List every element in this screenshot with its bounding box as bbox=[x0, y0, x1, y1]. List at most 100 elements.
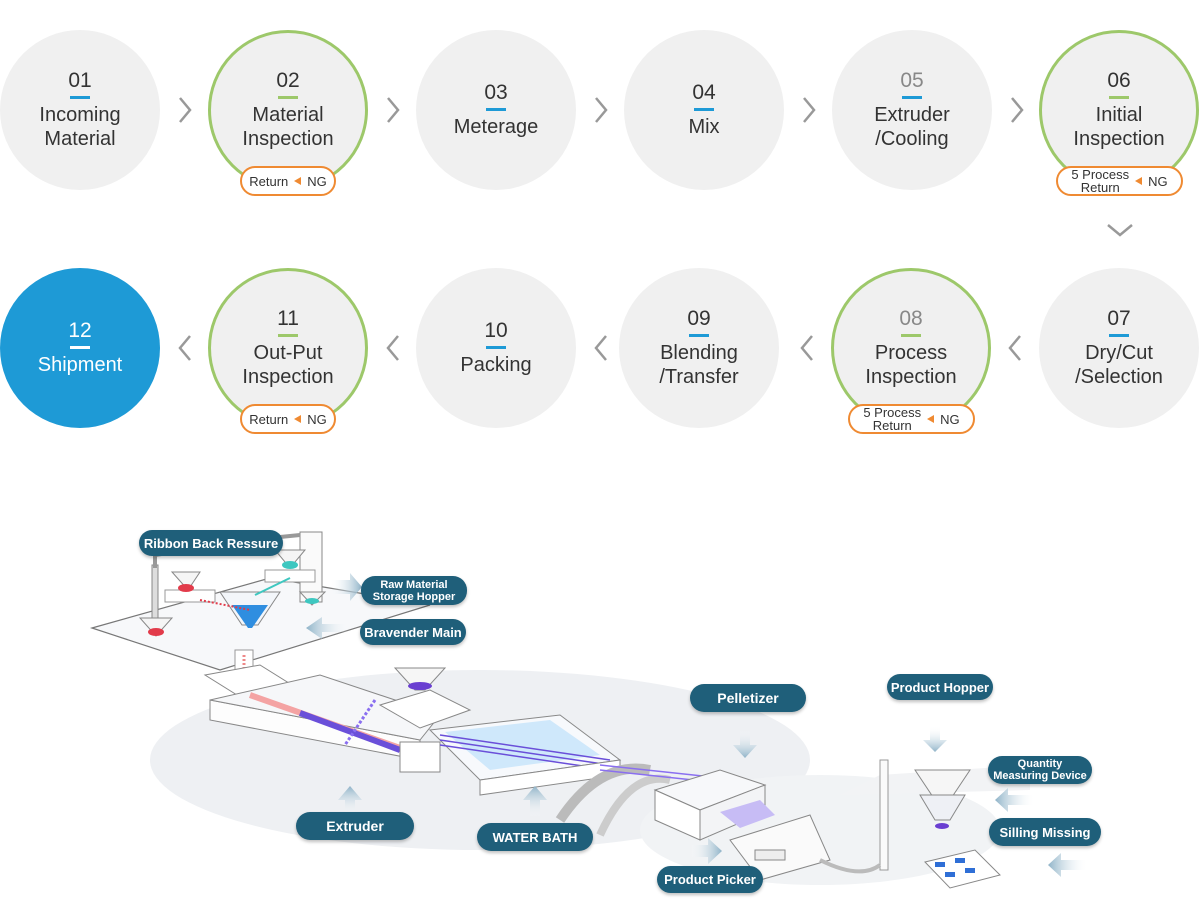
ng-badge: 5 Process Return NG bbox=[848, 404, 975, 434]
step-09: 09 Blending /Transfer bbox=[619, 268, 779, 428]
step-number: 06 bbox=[1107, 69, 1131, 92]
step-underline bbox=[70, 346, 90, 349]
chevron-right-icon bbox=[387, 97, 400, 123]
step-label: Meterage bbox=[453, 116, 539, 138]
step-underline bbox=[278, 96, 298, 99]
chevron-left-icon bbox=[800, 335, 813, 361]
arrow-left-icon bbox=[306, 617, 350, 639]
production-line-illustration bbox=[89, 531, 1088, 889]
ng-label: NG bbox=[307, 411, 327, 427]
step-underline bbox=[901, 334, 921, 337]
arrow-left-icon bbox=[294, 415, 302, 423]
step-label: Incoming Material bbox=[39, 104, 121, 150]
step-label: Out-Put Inspection bbox=[242, 342, 334, 388]
arrow-right-icon bbox=[330, 573, 362, 601]
ng-label: NG bbox=[940, 411, 960, 427]
step-underline bbox=[689, 334, 709, 337]
arrow-down-icon bbox=[923, 726, 947, 752]
arrow-right-icon bbox=[690, 838, 722, 864]
chevron-left-icon bbox=[1008, 335, 1021, 361]
step-08: 08 Process Inspection bbox=[831, 268, 991, 428]
step-number: 07 bbox=[1107, 307, 1131, 330]
step-underline bbox=[70, 96, 90, 99]
step-number: 03 bbox=[484, 81, 508, 104]
chevron-left-icon bbox=[594, 335, 607, 361]
step-label: Extruder /Cooling bbox=[874, 104, 950, 150]
step-label: Initial Inspection bbox=[1073, 104, 1165, 150]
label-ribbon-back-ressure: Ribbon Back Ressure bbox=[139, 530, 283, 556]
label-bravender-main: Bravender Main bbox=[360, 619, 466, 645]
step-11: 11 Out-Put Inspection bbox=[208, 268, 368, 428]
label-water-bath: WATER BATH bbox=[477, 823, 593, 851]
water-bath bbox=[428, 714, 741, 837]
arrow-down-icon bbox=[733, 730, 757, 758]
step-01: 01 Incoming Material bbox=[0, 30, 160, 190]
arrow-left-icon bbox=[1135, 177, 1143, 185]
chevron-right-icon bbox=[179, 97, 192, 123]
chevron-left-icon bbox=[386, 335, 399, 361]
chevron-down-icon bbox=[1107, 224, 1133, 237]
step-number: 02 bbox=[276, 69, 300, 92]
step-number: 01 bbox=[68, 69, 92, 92]
ng-label: NG bbox=[307, 173, 327, 189]
extruder-machine bbox=[203, 649, 472, 773]
chevron-right-icon bbox=[803, 97, 816, 123]
chevron-left-icon bbox=[178, 335, 191, 361]
return-label: Return bbox=[249, 173, 289, 189]
step-underline bbox=[1109, 96, 1129, 99]
step-number: 08 bbox=[899, 307, 923, 330]
step-label: Material Inspection bbox=[242, 104, 334, 150]
label-quantity-measuring-device: Quantity Measuring Device bbox=[988, 756, 1092, 784]
ng-badge: Return NG bbox=[240, 404, 336, 434]
step-underline bbox=[278, 334, 298, 337]
label-silling-missing: Silling Missing bbox=[989, 818, 1101, 846]
step-label: Dry/Cut /Selection bbox=[1075, 342, 1163, 388]
arrow-left-icon bbox=[294, 177, 302, 185]
step-number: 04 bbox=[692, 81, 716, 104]
chevron-right-icon bbox=[595, 97, 608, 123]
label-pelletizer: Pelletizer bbox=[690, 684, 806, 712]
step-underline bbox=[902, 96, 922, 99]
arrow-left-icon bbox=[1048, 853, 1088, 877]
step-label: Packing bbox=[460, 354, 532, 376]
step-number: 10 bbox=[484, 319, 508, 342]
ng-badge: 5 Process Return NG bbox=[1056, 166, 1183, 196]
ng-badge: Return NG bbox=[240, 166, 336, 196]
step-underline bbox=[486, 108, 506, 111]
pelletizer-machine bbox=[653, 769, 831, 881]
step-05: 05 Extruder /Cooling bbox=[832, 30, 992, 190]
label-raw-material-storage-hopper: Raw Material Storage Hopper bbox=[361, 576, 467, 605]
step-04: 04 Mix bbox=[624, 30, 784, 190]
step-07: 07 Dry/Cut /Selection bbox=[1039, 268, 1199, 428]
step-label: Mix bbox=[688, 116, 720, 138]
label-product-picker: Product Picker bbox=[657, 866, 763, 893]
ng-label: NG bbox=[1148, 173, 1168, 189]
step-number: 11 bbox=[277, 307, 299, 330]
chevron-right-icon bbox=[1011, 97, 1024, 123]
product-hopper-machine bbox=[819, 759, 1030, 889]
step-label: Blending /Transfer bbox=[659, 342, 739, 388]
step-underline bbox=[694, 108, 714, 111]
arrow-left-icon bbox=[995, 788, 1035, 812]
label-extruder: Extruder bbox=[296, 812, 414, 840]
step-number: 09 bbox=[687, 307, 711, 330]
arrow-left-icon bbox=[927, 415, 935, 423]
step-number: 05 bbox=[900, 69, 924, 92]
step-label: Shipment bbox=[37, 354, 123, 376]
arrow-up-icon bbox=[338, 786, 362, 815]
return-label: Return bbox=[249, 411, 289, 427]
step-underline bbox=[486, 346, 506, 349]
return-label: 5 Process Return bbox=[863, 405, 922, 433]
step-02: 02 Material Inspection bbox=[208, 30, 368, 190]
step-10: 10 Packing bbox=[416, 268, 576, 428]
step-number: 12 bbox=[68, 319, 92, 342]
step-03: 03 Meterage bbox=[416, 30, 576, 190]
arrow-up-icon bbox=[523, 786, 547, 818]
step-label: Process Inspection bbox=[865, 342, 957, 388]
return-label: 5 Process Return bbox=[1071, 167, 1130, 195]
hopper-platform bbox=[89, 531, 431, 671]
step-underline bbox=[1109, 334, 1129, 337]
step-12: 12 Shipment bbox=[0, 268, 160, 428]
flow-arrows bbox=[306, 573, 1088, 877]
label-product-hopper: Product Hopper bbox=[887, 674, 993, 700]
